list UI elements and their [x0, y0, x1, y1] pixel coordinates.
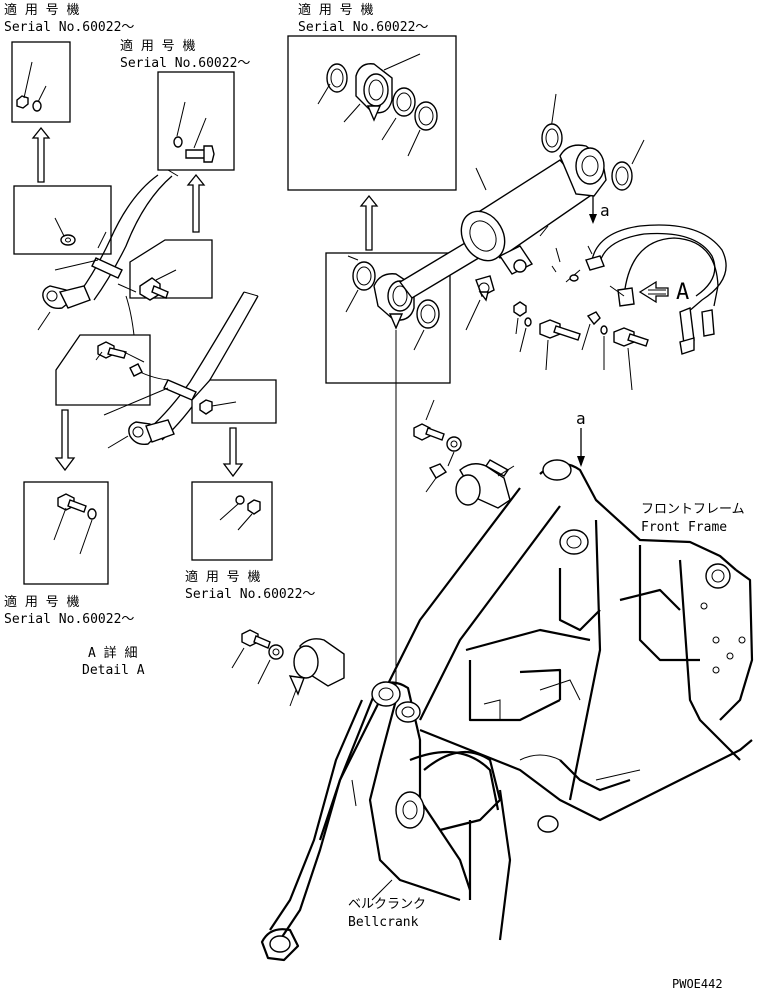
serial-label-bottom-mid-jp: 適 用 号 機: [185, 569, 260, 585]
serial-label-bottom-left-en: Serial No.60022～: [4, 612, 134, 627]
cylinder-hardware: [465, 247, 649, 391]
view-arrow-A: A: [638, 280, 689, 305]
serial-label-top-left-jp: 適 用 号 機: [4, 2, 79, 18]
bellcrank: [260, 681, 502, 962]
svg-text:a: a: [576, 409, 586, 428]
arrow-down-2: [222, 427, 244, 478]
detail-label-jp: A 詳 細: [88, 645, 137, 661]
hose-lower: [103, 291, 259, 449]
inset-box-bolt-lower: [55, 334, 151, 406]
detail-label-en: Detail A: [82, 663, 145, 678]
serial-label-clamp-jp: 適 用 号 機: [120, 38, 195, 54]
svg-text:a: a: [600, 201, 610, 220]
bellcrank-label-en: Bellcrank: [348, 915, 419, 930]
svg-text:A: A: [676, 280, 689, 305]
drawing-code: PWOE442: [672, 977, 723, 991]
arrow-up-2: [186, 173, 206, 233]
inset-box-nut-washer: [11, 41, 71, 123]
front-frame-label-jp: フロントフレーム: [641, 502, 745, 517]
inset-box-bolt-upper: [117, 239, 213, 301]
cylinder-hoses: [565, 224, 727, 355]
bellcrank-label-jp: ベルクランク: [348, 897, 426, 912]
front-frame-label-en: Front Frame: [641, 520, 727, 535]
pin-set-upper: [413, 399, 515, 509]
serial-label-bottom-mid-en: Serial No.60022～: [185, 587, 315, 602]
serial-label-bottom-left-jp: 適 用 号 機: [4, 594, 79, 610]
inset-box-washer: [13, 185, 112, 255]
serial-label-cylinder-jp: 適 用 号 機: [298, 2, 373, 18]
arrow-down-1: [54, 409, 76, 472]
pin-set-lower: [231, 629, 345, 707]
reference-arrow-a-mid: a: [576, 409, 586, 467]
hose-upper: [37, 169, 179, 331]
serial-label-cylinder-en: Serial No.60022～: [298, 20, 428, 35]
serial-label-clamp-en: Serial No.60022～: [120, 56, 250, 71]
inset-box-cylinder-bushing: [287, 35, 457, 191]
arrow-up-1: [31, 126, 51, 183]
inset-box-nut-lower: [191, 379, 277, 424]
inset-box-washer-nut-lower: [191, 481, 273, 561]
serial-label-top-left-en: Serial No.60022～: [4, 20, 134, 35]
inset-box-bolt-washer-lower-left: [23, 481, 109, 585]
arrow-up-3: [359, 194, 379, 251]
hydraulic-cylinder: [398, 93, 645, 299]
inset-box-bolt-washer-upper: [157, 71, 235, 171]
